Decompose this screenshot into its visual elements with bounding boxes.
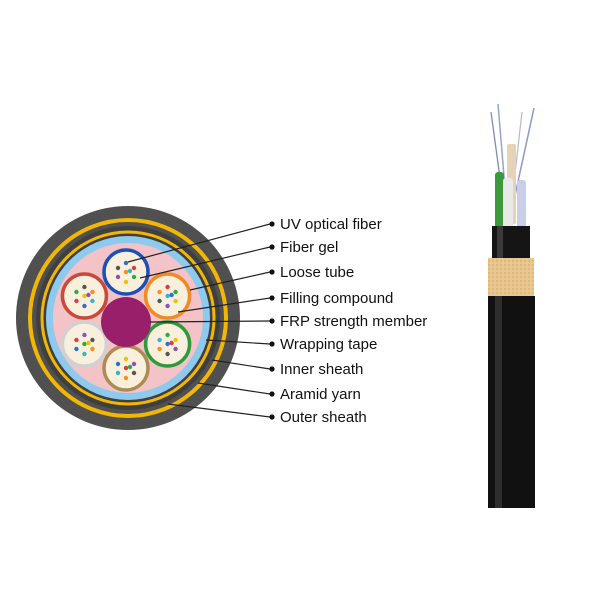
optical-fiber-dot (82, 293, 87, 299)
optical-fiber-dot (157, 337, 162, 343)
optical-fiber-dot (127, 268, 133, 274)
optical-fiber-dot (74, 346, 79, 352)
aramid-yarn-band-shade (488, 258, 534, 298)
loose-tube-green (495, 172, 504, 228)
optical-fiber-dot (131, 361, 137, 367)
label-fiber-gel: Fiber gel (280, 239, 338, 256)
optical-fiber-dot (123, 279, 129, 285)
optical-fiber-dot (165, 332, 170, 338)
optical-fiber-dot (90, 346, 95, 352)
label-filling-compound: Filling compound (280, 290, 393, 307)
optical-fiber-dot (123, 269, 129, 275)
optical-fiber-dot (157, 298, 162, 304)
optical-fiber-dot (165, 341, 170, 347)
optical-fiber-dot (127, 364, 133, 370)
optical-fiber-dot (165, 303, 170, 309)
optical-fiber-dot (131, 265, 137, 271)
optical-fiber-dot (115, 265, 121, 271)
component-labels: UV optical fiber Fiber gel Loose tube Fi… (280, 216, 427, 426)
leader-line (211, 359, 271, 370)
optical-fiber-dot (82, 341, 87, 347)
optical-fiber-dot (131, 370, 137, 376)
optical-fiber-dot (90, 289, 95, 295)
optical-fiber-dot (90, 298, 95, 304)
optical-fiber-dot (131, 274, 137, 280)
optical-fiber-dot (123, 260, 129, 266)
leader-lines (127, 223, 271, 418)
optical-fiber-dot (82, 351, 87, 357)
optical-fiber-dot (90, 337, 95, 343)
optical-fiber-dot (115, 370, 121, 376)
label-inner-sheath: Inner sheath (280, 361, 363, 378)
optical-fiber-dot (165, 293, 170, 299)
loose-tubes (60, 248, 192, 392)
optical-fiber-dot (173, 337, 178, 343)
frp-strength-member (101, 297, 151, 347)
inner-sheath-highlight (497, 226, 503, 260)
leader-line (189, 271, 271, 291)
outer-jacket-highlight (495, 296, 502, 508)
aramid-yarn-ring (28, 218, 228, 418)
optical-fiber-dot (173, 298, 178, 304)
leader-line (139, 246, 271, 279)
loose-tube-blue (517, 180, 526, 228)
optical-fiber-dot (165, 284, 170, 290)
optical-fiber-dot (169, 340, 174, 346)
leader-line (127, 223, 271, 263)
leader-line (197, 382, 271, 395)
optical-fiber-dot (123, 356, 129, 362)
optical-fiber-dot (173, 289, 178, 295)
label-frp-strength-member: FRP strength member (280, 313, 427, 330)
label-outer-sheath: Outer sheath (280, 409, 367, 426)
optical-fiber-dot (74, 289, 79, 295)
label-loose-tube: Loose tube (280, 264, 354, 281)
optical-fiber-dot (115, 361, 121, 367)
label-uv-optical-fiber: UV optical fiber (280, 216, 382, 233)
optical-fiber-dot (157, 289, 162, 295)
cable-cross-section (16, 206, 240, 430)
optical-fiber-dot (82, 303, 87, 309)
optical-fiber-dot (82, 284, 87, 290)
optical-fiber-dot (165, 351, 170, 357)
optical-fiber-dot (82, 332, 87, 338)
aramid-yarn-ring-inner (40, 230, 216, 406)
optical-fiber-dot (74, 298, 79, 304)
leader-line (177, 297, 271, 313)
leader-line (149, 320, 271, 323)
leader-line (167, 403, 271, 418)
label-aramid-yarn: Aramid yarn (280, 386, 361, 403)
cable-side-view (488, 103, 535, 508)
optical-fiber-dot (157, 346, 162, 352)
label-wrapping-tape: Wrapping tape (280, 336, 377, 353)
leader-dots (269, 221, 275, 420)
optical-fiber-dot (86, 292, 91, 298)
optical-fiber-dot (74, 337, 79, 343)
optical-fiber-dot (169, 292, 174, 298)
loose-tube-white (503, 178, 513, 228)
optical-fiber-dot (123, 365, 129, 371)
optical-fiber-dot (115, 274, 121, 280)
optical-fiber-dot (123, 375, 129, 381)
leader-line (205, 339, 271, 345)
optical-fiber-dot (173, 346, 178, 352)
optical-fiber-dot (86, 340, 91, 346)
